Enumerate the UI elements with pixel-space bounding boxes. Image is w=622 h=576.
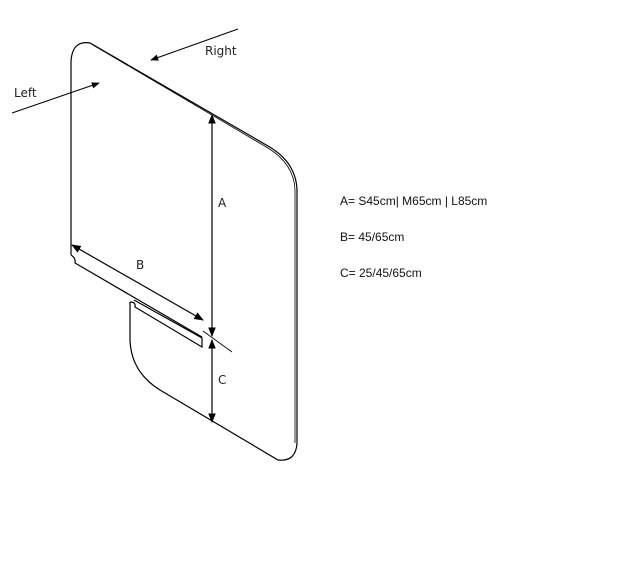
right-arrow <box>150 28 239 61</box>
label-right: Right <box>205 44 237 58</box>
spec-a: A= S45cm| M65cm | L85cm <box>340 194 488 208</box>
extension-line <box>202 330 233 353</box>
spec-c: C= 25/45/65cm <box>340 266 422 280</box>
left-arrow <box>11 82 100 114</box>
label-c: C <box>218 373 227 387</box>
flap-slot <box>129 299 203 349</box>
dimension-b-line <box>71 244 204 321</box>
panel-outline <box>70 42 298 461</box>
label-b: B <box>136 258 145 272</box>
label-left: Left <box>14 86 37 100</box>
spec-b: B= 45/65cm <box>340 230 405 244</box>
label-a: A <box>218 196 227 210</box>
panel-outline-inner <box>92 44 296 443</box>
